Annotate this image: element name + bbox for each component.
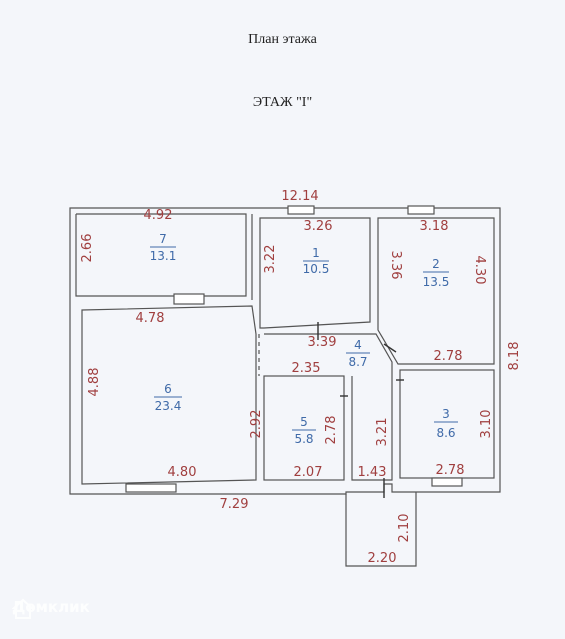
domclick-watermark: Домклик — [12, 598, 90, 619]
watermark-text: Домклик — [12, 598, 90, 616]
room-5-area: 5.8 — [294, 432, 313, 446]
dim-r6-top: 4.78 — [136, 311, 165, 326]
room-7-number: 7 — [159, 232, 167, 246]
dim-r6-right: 2.92 — [249, 410, 264, 439]
door-room-2 — [383, 343, 397, 353]
dim-r2-bottom: 2.78 — [434, 349, 463, 364]
window-room-1 — [287, 205, 315, 215]
room-7-wall — [75, 213, 247, 297]
dimension-labels: 12.14 4.92 3.26 3.18 4.78 3.39 2.78 2.35… — [80, 189, 522, 566]
dim-r2-height-left: 3.36 — [388, 251, 403, 280]
room-1-wall — [259, 217, 371, 329]
window-room-2 — [407, 205, 435, 215]
dim-r4-width: 2.35 — [292, 361, 321, 376]
windows — [125, 205, 463, 493]
doors — [317, 322, 404, 498]
dim-r3-bottom: 2.78 — [436, 463, 465, 478]
dim-r2-height-right: 4.30 — [472, 256, 487, 285]
room-6-number: 6 — [164, 382, 172, 396]
room-1-area: 10.5 — [303, 262, 330, 276]
dim-r1-width: 3.26 — [304, 219, 333, 234]
dim-r3-height: 3.10 — [479, 410, 494, 439]
dim-r7-width: 4.92 — [144, 208, 173, 223]
dim-r1-height: 3.22 — [263, 245, 278, 274]
room-3-area: 8.6 — [436, 426, 455, 440]
room-7-area: 13.1 — [150, 249, 177, 263]
interior-walls — [75, 213, 495, 567]
dim-overall-top: 12.14 — [281, 189, 318, 204]
room-1-number: 1 — [312, 246, 320, 260]
room-labels: 7 13.1 1 10.5 2 13.5 4 8.7 6 23.4 5 5.8 … — [150, 232, 458, 446]
room-2-wall — [377, 217, 495, 365]
dim-r5-bottom: 2.07 — [294, 465, 323, 480]
room-5-wall — [263, 375, 345, 481]
dim-porch-width: 2.20 — [368, 551, 397, 566]
corridor-wall — [264, 333, 393, 481]
floor-label: ЭТАЖ "I" — [252, 95, 313, 110]
porch-wall — [345, 492, 417, 567]
room-6-wall — [81, 305, 257, 485]
dim-r7-height: 2.66 — [80, 234, 95, 263]
window-room-3 — [431, 477, 463, 487]
window-room-7 — [173, 293, 205, 305]
dim-r2-width: 3.18 — [420, 219, 449, 234]
dim-porch-height: 2.10 — [397, 514, 412, 543]
room-4-number: 4 — [354, 338, 362, 352]
room-6-area: 23.4 — [155, 399, 182, 413]
room-2-area: 13.5 — [423, 275, 450, 289]
dim-r6-bottom: 4.80 — [168, 465, 197, 480]
window-room-6 — [125, 483, 177, 493]
dim-r6-height: 4.88 — [87, 368, 102, 397]
dim-r5-height: 2.78 — [324, 416, 339, 445]
plan-title: План этажа — [248, 32, 317, 47]
dim-overall-right: 8.18 — [507, 342, 522, 371]
domclick-logo-icon — [12, 598, 34, 619]
dim-entry-width: 1.43 — [358, 465, 387, 480]
dim-r1-bottom: 3.39 — [308, 335, 337, 350]
dim-r4-height: 3.21 — [375, 418, 390, 447]
room-2-number: 2 — [432, 257, 440, 271]
room-4-area: 8.7 — [348, 355, 367, 369]
dim-overall-bottom: 7.29 — [220, 497, 249, 512]
room-3-number: 3 — [442, 407, 450, 421]
room-5-number: 5 — [300, 415, 308, 429]
